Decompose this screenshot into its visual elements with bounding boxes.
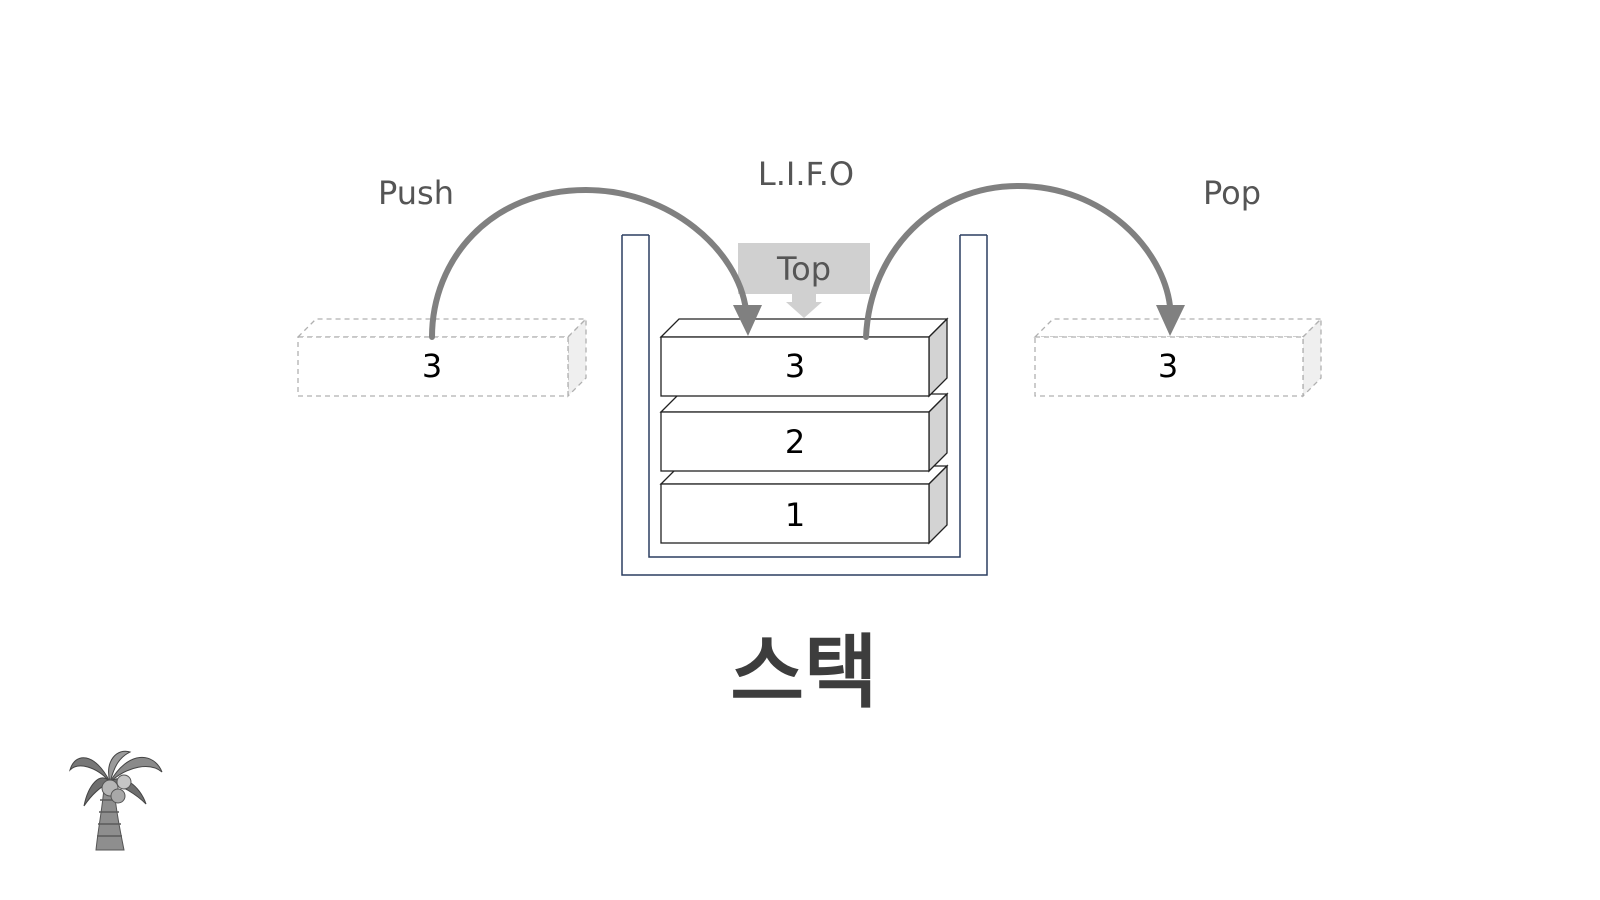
top-label: Top bbox=[776, 250, 831, 288]
pop-arrow bbox=[863, 182, 1185, 340]
stack-item-label: 3 bbox=[785, 347, 805, 385]
stack-item-label: 1 bbox=[785, 496, 805, 534]
diagram-caption: 스택 bbox=[730, 626, 877, 719]
container-inner-wall bbox=[648, 235, 961, 558]
push-arrow bbox=[429, 186, 762, 340]
stack-block-1: 1 bbox=[659, 464, 949, 545]
top-marker-box bbox=[738, 243, 870, 294]
container-outer-wall bbox=[621, 235, 988, 576]
top-pointer-icon bbox=[786, 294, 822, 318]
stack-container bbox=[621, 234, 988, 576]
push-item-label: 3 bbox=[422, 347, 442, 385]
palm-tree-icon bbox=[69, 750, 163, 851]
pop-label: Pop bbox=[1203, 174, 1261, 212]
stack-item-label: 2 bbox=[785, 423, 805, 461]
pop-ghost-block bbox=[1033, 317, 1323, 398]
push-label: Push bbox=[378, 174, 454, 212]
pop-arrowhead-icon bbox=[1156, 305, 1185, 336]
pop-item-label: 3 bbox=[1158, 347, 1178, 385]
stack-block-3: 3 bbox=[659, 317, 949, 398]
push-ghost-block bbox=[296, 317, 588, 398]
lifo-label: L.I.F.O bbox=[758, 155, 854, 193]
stack-block-2: 2 bbox=[659, 392, 949, 473]
push-arrowhead-icon bbox=[733, 305, 762, 336]
top-marker: Top bbox=[738, 243, 870, 318]
